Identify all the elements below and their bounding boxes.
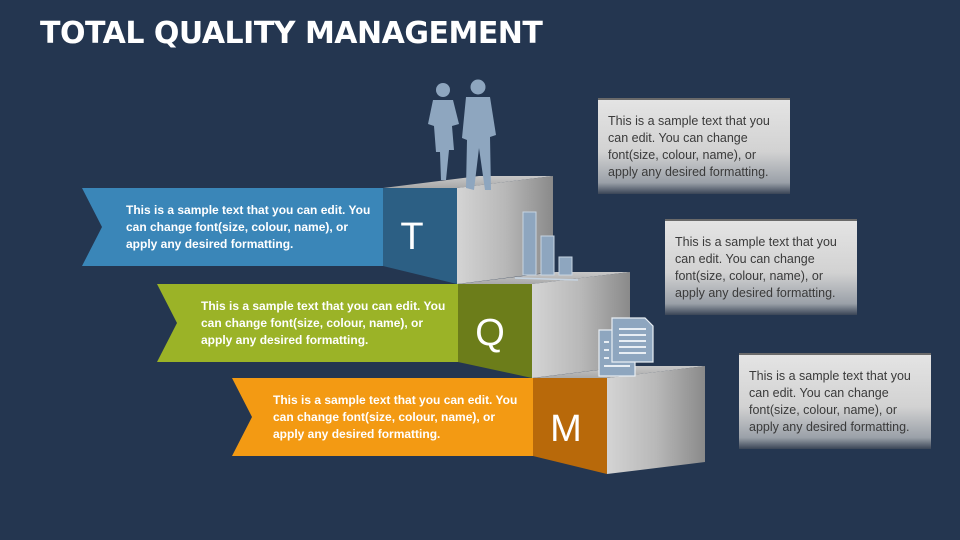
step-t-banner	[82, 188, 383, 266]
step-m-letter: M	[550, 408, 582, 450]
note-box-3: This is a sample text that you can edit.…	[739, 353, 931, 449]
step-t-letter: T	[400, 216, 424, 258]
step-m-text: This is a sample text that you can edit.…	[273, 393, 518, 441]
step-m-block	[533, 366, 705, 474]
page-title: TOTAL QUALITY MANAGEMENT	[40, 16, 543, 51]
documents-icon	[598, 317, 654, 377]
step-t-text: This is a sample text that you can edit.…	[126, 203, 371, 251]
step-q-banner	[157, 284, 458, 362]
note-box-1: This is a sample text that you can edit.…	[598, 98, 790, 194]
step-q-letter: Q	[475, 312, 505, 354]
step-m-banner	[232, 378, 533, 456]
note-box-2: This is a sample text that you can edit.…	[665, 219, 857, 315]
bar-chart-icon	[514, 211, 579, 281]
business-people-icon	[428, 79, 496, 190]
step-q-text: This is a sample text that you can edit.…	[201, 299, 446, 347]
